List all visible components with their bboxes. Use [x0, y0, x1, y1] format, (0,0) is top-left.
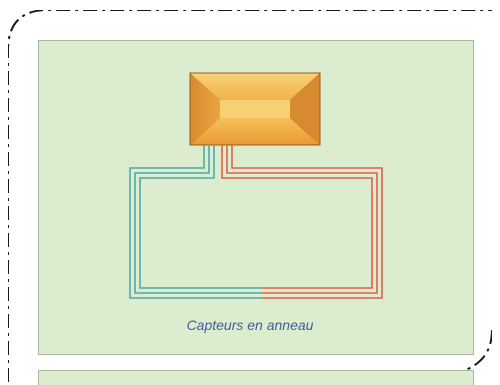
next-panel-edge: [38, 370, 474, 385]
cold-pipe: [129, 145, 262, 299]
hot-pipe: [221, 145, 383, 299]
diagram-caption: Capteurs en anneau: [186, 317, 314, 333]
house-roof-icon: [189, 72, 321, 146]
diagram-panel: [38, 40, 474, 355]
